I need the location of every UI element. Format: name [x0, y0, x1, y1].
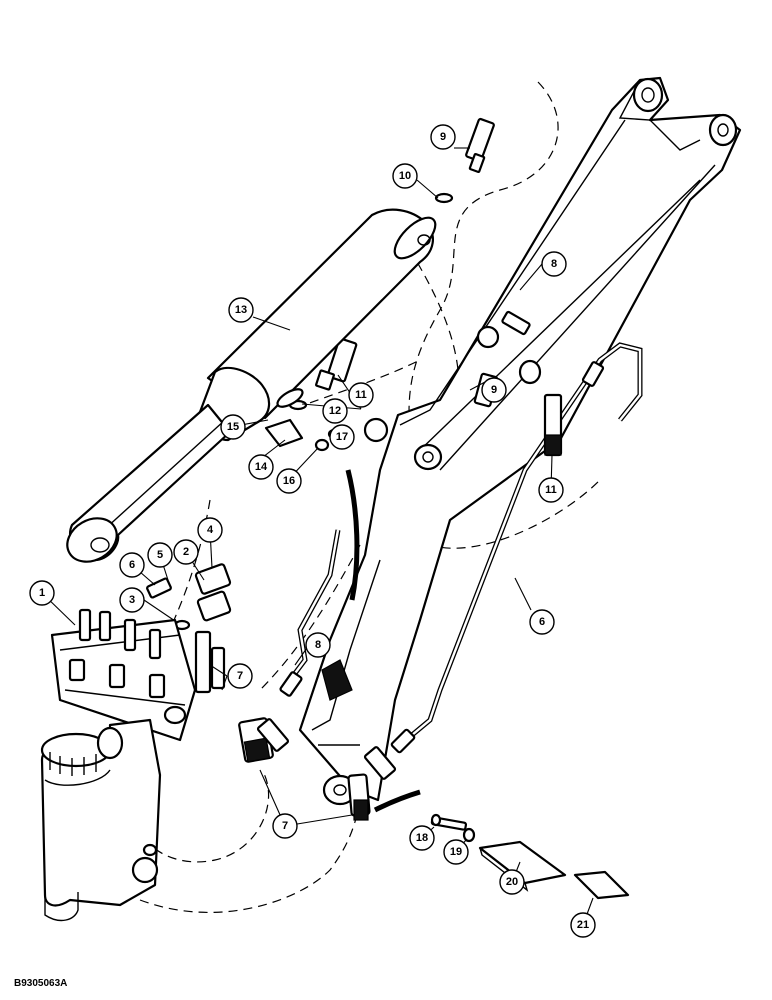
svg-text:5: 5 — [157, 549, 163, 561]
svg-text:12: 12 — [329, 405, 341, 417]
callout-14: 14 — [248, 454, 274, 480]
boom-assembly — [298, 76, 742, 806]
svg-text:1: 1 — [39, 587, 45, 599]
callout-17: 17 — [329, 424, 355, 450]
svg-text:16: 16 — [283, 475, 295, 487]
svg-text:21: 21 — [577, 919, 589, 931]
svg-text:9: 9 — [491, 384, 497, 396]
hardware — [430, 813, 630, 900]
callout-13: 13 — [228, 297, 254, 323]
callout-5: 5 — [147, 542, 173, 568]
svg-text:19: 19 — [450, 846, 462, 858]
callout-16: 16 — [276, 468, 302, 494]
svg-text:9: 9 — [440, 131, 446, 143]
callout-7: 7 — [227, 663, 253, 689]
control-valve — [50, 608, 197, 742]
callout-10: 10 — [392, 163, 418, 189]
svg-text:11: 11 — [545, 484, 557, 496]
svg-text:14: 14 — [255, 461, 268, 473]
svg-text:8: 8 — [315, 639, 321, 651]
callout-18: 18 — [409, 825, 435, 851]
callout-15: 15 — [220, 414, 246, 440]
callout-8-lower: 8 — [305, 632, 331, 658]
figure-reference-code: B9305063A — [14, 978, 68, 989]
callout-19: 19 — [443, 839, 469, 865]
svg-text:2: 2 — [183, 546, 189, 558]
callout-7-lower: 7 — [272, 813, 298, 839]
callout-9-lower: 9 — [481, 377, 507, 403]
fittings — [146, 117, 563, 821]
callout-6-right: 6 — [529, 609, 555, 635]
callout-8: 8 — [541, 251, 567, 277]
svg-text:15: 15 — [227, 421, 239, 433]
svg-text:7: 7 — [237, 670, 243, 682]
svg-text:6: 6 — [539, 616, 545, 628]
callout-12: 12 — [322, 398, 348, 424]
callout-3: 3 — [119, 587, 145, 613]
callout-6: 6 — [119, 552, 145, 578]
svg-text:8: 8 — [551, 258, 557, 270]
callout-4: 4 — [197, 517, 223, 543]
swing-tower — [40, 718, 162, 922]
callout-2: 2 — [173, 539, 199, 565]
svg-text:17: 17 — [336, 431, 348, 443]
svg-text:11: 11 — [355, 389, 367, 401]
svg-text:18: 18 — [416, 832, 428, 844]
svg-text:20: 20 — [506, 876, 518, 888]
callout-20: 20 — [499, 869, 525, 895]
callout-11-right: 11 — [538, 477, 564, 503]
svg-text:10: 10 — [399, 170, 411, 182]
callout-bubbles: 1 2 3 4 5 6 7 7 8 8 6 9 9 10 11 11 12 13… — [29, 124, 596, 938]
callout-11: 11 — [348, 382, 374, 408]
svg-text:4: 4 — [207, 524, 214, 536]
callout-21: 21 — [570, 912, 596, 938]
svg-text:13: 13 — [235, 304, 247, 316]
callout-1: 1 — [29, 580, 55, 606]
hydraulic-tubes — [279, 342, 643, 813]
svg-text:3: 3 — [129, 594, 135, 606]
svg-text:6: 6 — [129, 559, 135, 571]
svg-text:7: 7 — [282, 820, 288, 832]
boom-cylinder — [66, 208, 437, 563]
callout-9: 9 — [430, 124, 456, 150]
